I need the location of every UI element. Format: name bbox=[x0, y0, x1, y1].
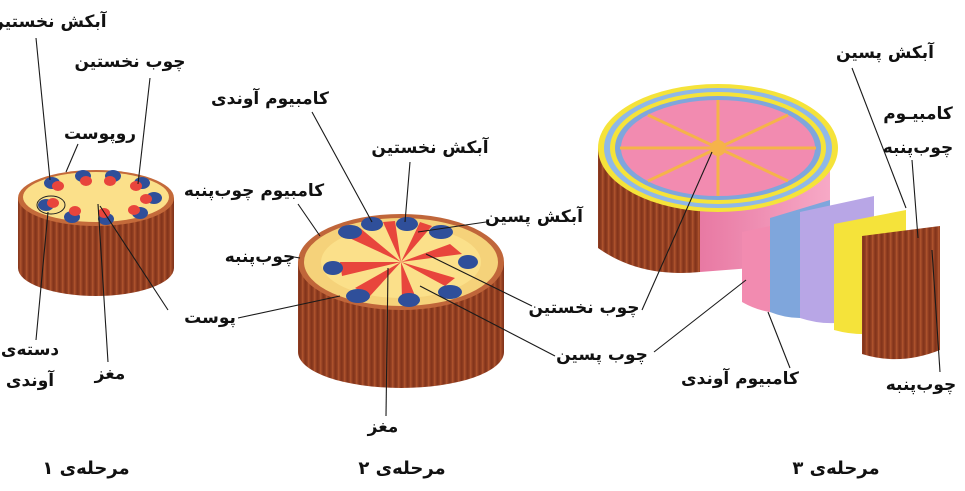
label-s2-cortex: پوست bbox=[184, 308, 236, 328]
label-s2-cork-cambium: کامبیوم چوب‌پنبه bbox=[184, 181, 324, 201]
label-s1-epidermis: روپوست bbox=[64, 124, 136, 144]
label-s1-vascular-bundle-1: دسته‌ی bbox=[1, 340, 60, 360]
label-s3-secondary-phloem: آبکش پسین bbox=[836, 41, 935, 63]
label-s3-cork-cambium-1: کامبیـوم bbox=[883, 104, 953, 124]
stage2-stem bbox=[298, 214, 504, 388]
label-s1-primary-phloem: آبکش نخستین bbox=[0, 10, 108, 32]
label-s2-primary-phloem: آبکش نخستین bbox=[371, 136, 489, 158]
label-s3-vascular-cambium: کامبیوم آوندی bbox=[681, 367, 799, 389]
label-s1-vascular-bundle-2: آوندی bbox=[6, 369, 55, 391]
label-s2-primary-xylem: چوب نخستین bbox=[528, 298, 639, 318]
label-s2-secondary-phloem: آبکش پسین bbox=[485, 205, 584, 227]
stage1-title: مرحله‌ی ۱ bbox=[42, 458, 129, 479]
label-s2-cork: چوب‌پنبه bbox=[225, 247, 296, 267]
label-s1-pith: مغز bbox=[94, 364, 126, 384]
label-s2-secondary-xylem: چوب پسین bbox=[556, 345, 648, 365]
stage3-title: مرحله‌ی ۳ bbox=[792, 458, 879, 479]
label-s2-vascular-cambium: کامبیوم آوندی bbox=[211, 87, 329, 109]
label-s1-primary-xylem: چوب نخستین bbox=[74, 52, 185, 72]
label-s3-cork: چوب‌پنبه bbox=[886, 375, 957, 395]
stage2-title: مرحله‌ی ۲ bbox=[358, 458, 445, 479]
stage3-peeled-layers bbox=[742, 196, 940, 359]
stage3-stem bbox=[598, 84, 940, 359]
label-s3-cork-cambium-2: چوب‌پنبه bbox=[883, 138, 954, 158]
label-s2-pith: مغز bbox=[367, 417, 399, 437]
